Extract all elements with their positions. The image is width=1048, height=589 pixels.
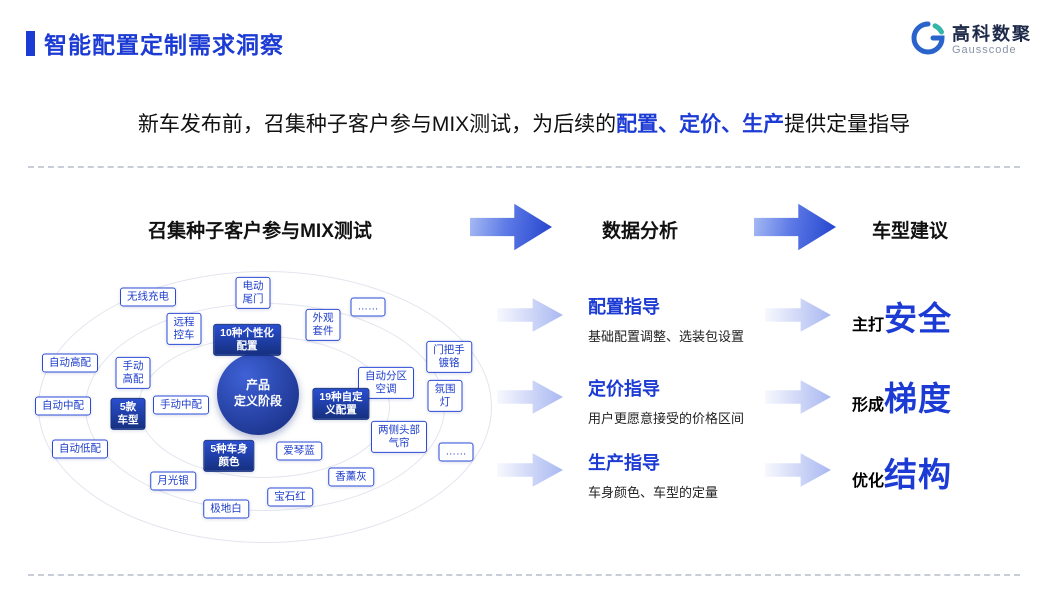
diagram-node: 自动中配 bbox=[35, 396, 91, 416]
suggestion-prefix: 形成 bbox=[852, 397, 885, 414]
diagram-node: 无线充电 bbox=[120, 287, 176, 307]
analysis-desc: 基础配置调整、选装包设置 bbox=[588, 329, 745, 344]
row-arrow-icon bbox=[765, 380, 831, 414]
column-title-model-suggestion: 车型建议 bbox=[871, 221, 948, 242]
diagram-node: 外观 套件 bbox=[305, 308, 341, 342]
diagram-node: 自动高配 bbox=[42, 353, 98, 373]
row-arrow-icon bbox=[497, 380, 563, 414]
company-logo: 高科数聚 Gausscode bbox=[910, 20, 1032, 61]
diagram-node: 香薰灰 bbox=[328, 467, 374, 487]
column-title-data-analysis: 数据分析 bbox=[601, 221, 678, 242]
diagram-node: 远程 控车 bbox=[166, 312, 202, 346]
analysis-title: 生产指导 bbox=[588, 453, 660, 473]
row-arrow-icon bbox=[765, 453, 831, 487]
flow-arrow-icon bbox=[470, 203, 552, 251]
subtitle-post: 提供定量指导 bbox=[784, 113, 911, 136]
diagram-node: …… bbox=[350, 297, 386, 317]
top-dashed-divider bbox=[28, 166, 1020, 168]
diagram-node: 电动 尾门 bbox=[235, 276, 271, 310]
suggestion-prefix: 主打 bbox=[852, 317, 885, 334]
row-arrow-icon bbox=[497, 298, 563, 332]
subtitle-pre: 新车发布前，召集种子客户参与MIX测试，为后续的 bbox=[137, 113, 617, 136]
diagram-node: 门把手 镀铬 bbox=[426, 340, 472, 374]
diagram-node: 自动分区 空调 bbox=[358, 366, 414, 400]
logo-g-icon bbox=[910, 20, 946, 61]
diagram-node: 宝石红 bbox=[267, 487, 313, 507]
header: 智能配置定制需求洞察 bbox=[26, 26, 284, 60]
logo-text: 高科数聚 Gausscode bbox=[952, 23, 1032, 57]
diagram-node: 爱琴蓝 bbox=[276, 441, 322, 461]
diagram-node-category: 10种个性化 配置 bbox=[213, 323, 281, 357]
bottom-dashed-divider bbox=[28, 574, 1020, 576]
diagram-node: 极地白 bbox=[203, 499, 249, 519]
diagram-node: 月光银 bbox=[150, 471, 196, 491]
analysis-desc: 用户更愿意接受的价格区间 bbox=[588, 411, 745, 426]
diagram-center-node: 产品 定义阶段 bbox=[217, 353, 299, 435]
suggestion-word: 梯度 bbox=[884, 380, 953, 417]
page-title: 智能配置定制需求洞察 bbox=[44, 32, 284, 58]
diagram-node: 氛围 灯 bbox=[427, 379, 463, 413]
row-arrow-icon bbox=[765, 298, 831, 332]
analysis-item-production: 生产指导 车身颜色、车型的定量 bbox=[588, 449, 768, 501]
diagram-node-category: 19种自定 义配置 bbox=[312, 387, 370, 421]
suggestion-prefix: 优化 bbox=[852, 473, 885, 490]
suggestion-word: 结构 bbox=[884, 456, 953, 493]
title-accent-bar bbox=[26, 30, 35, 56]
suggestion-safety: 主打 安全 bbox=[852, 292, 952, 340]
logo-name: 高科数聚 bbox=[952, 23, 1032, 44]
column-title-mix-test: 召集种子客户参与MIX测试 bbox=[148, 221, 372, 242]
suggestion-structure: 优化 结构 bbox=[852, 448, 952, 496]
diagram-node: 手动 高配 bbox=[115, 356, 151, 390]
subtitle-highlight: 配置、定价、生产 bbox=[616, 113, 785, 136]
diagram-node: 自动低配 bbox=[52, 439, 108, 459]
flow-arrow-icon bbox=[754, 203, 836, 251]
analysis-title: 配置指导 bbox=[588, 297, 660, 317]
analysis-item-config: 配置指导 基础配置调整、选装包设置 bbox=[588, 293, 768, 345]
analysis-item-pricing: 定价指导 用户更愿意接受的价格区间 bbox=[588, 375, 768, 427]
diagram-node: 两侧头部 气帘 bbox=[371, 420, 427, 454]
logo-subname: Gausscode bbox=[952, 44, 1017, 57]
slide-subtitle: 新车发布前，召集种子客户参与MIX测试，为后续的配置、定价、生产提供定量指导 bbox=[0, 108, 1048, 138]
row-arrow-icon bbox=[497, 453, 563, 487]
diagram-node-category: 5款 车型 bbox=[110, 397, 146, 431]
suggestion-word: 安全 bbox=[884, 300, 953, 337]
analysis-desc: 车身颜色、车型的定量 bbox=[588, 485, 719, 500]
analysis-title: 定价指导 bbox=[588, 379, 660, 399]
diagram-node-category: 5种车身 颜色 bbox=[203, 439, 255, 473]
diagram-node: 手动中配 bbox=[153, 395, 209, 415]
suggestion-gradient: 形成 梯度 bbox=[852, 372, 952, 420]
diagram-node: …… bbox=[438, 442, 474, 462]
